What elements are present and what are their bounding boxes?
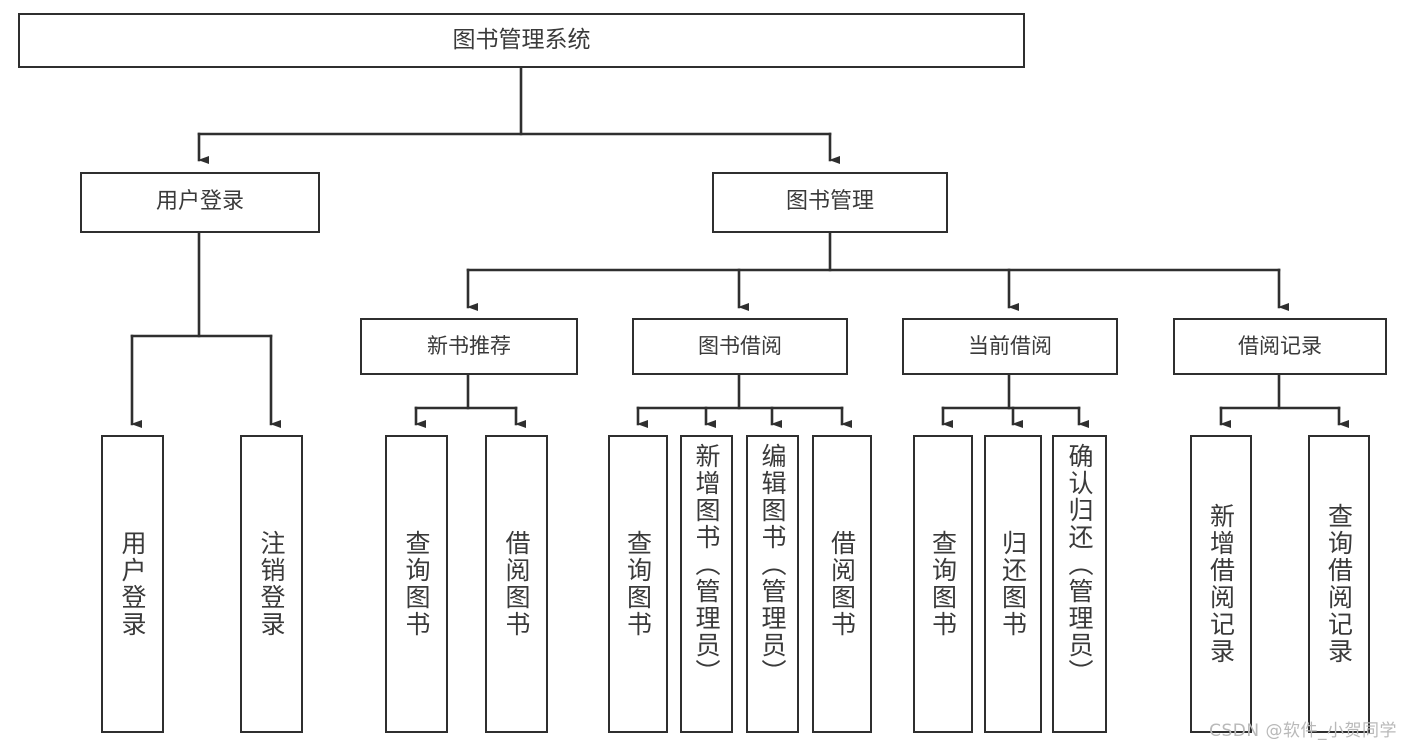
node-leaf-borrow-book-1-label: 借阅图书 (502, 530, 531, 638)
node-borrow-record-label: 借阅记录 (1238, 333, 1322, 358)
node-leaf-add-borrow-record[interactable]: 新增借阅记录 (1190, 435, 1252, 733)
csdn-watermark: CSDN @软件_小贺同学 (1209, 721, 1397, 741)
node-leaf-query-book-2[interactable]: 查询图书 (608, 435, 668, 733)
node-leaf-borrow-book-2-label: 借阅图书 (827, 530, 857, 638)
node-leaf-borrow-book-1[interactable]: 借阅图书 (485, 435, 548, 733)
node-new-book-recommend[interactable]: 新书推荐 (360, 318, 578, 375)
node-leaf-query-book-1-label: 查询图书 (402, 530, 431, 638)
node-leaf-query-borrow-record[interactable]: 查询借阅记录 (1308, 435, 1370, 733)
node-leaf-user-login[interactable]: 用户登录 (101, 435, 164, 733)
node-root[interactable]: 图书管理系统 (18, 13, 1025, 68)
node-leaf-query-book-2-label: 查询图书 (623, 530, 653, 638)
node-user-login-label: 用户登录 (155, 189, 244, 215)
node-leaf-return-book[interactable]: 归还图书 (984, 435, 1042, 733)
node-user-login[interactable]: 用户登录 (80, 172, 320, 233)
node-book-borrow-label: 图书借阅 (698, 333, 782, 358)
node-leaf-add-book-admin[interactable]: 新增图书（管理员） (680, 435, 733, 733)
tree-connectors (130, 66, 1349, 428)
node-leaf-logout-login-label: 注销登录 (257, 530, 286, 638)
node-leaf-query-book-3-label: 查询图书 (928, 530, 958, 638)
node-leaf-query-book-3[interactable]: 查询图书 (913, 435, 973, 733)
node-leaf-borrow-book-2[interactable]: 借阅图书 (812, 435, 872, 733)
node-leaf-query-borrow-record-label: 查询借阅记录 (1324, 503, 1354, 665)
node-book-manage[interactable]: 图书管理 (712, 172, 948, 233)
node-leaf-query-book-1[interactable]: 查询图书 (385, 435, 448, 733)
node-current-borrow[interactable]: 当前借阅 (902, 318, 1118, 375)
node-book-manage-label: 图书管理 (785, 189, 874, 215)
node-leaf-return-book-label: 归还图书 (998, 530, 1028, 638)
node-book-borrow[interactable]: 图书借阅 (632, 318, 848, 375)
node-current-borrow-label: 当前借阅 (968, 333, 1052, 358)
node-leaf-add-borrow-record-label: 新增借阅记录 (1206, 503, 1236, 665)
node-leaf-logout-login[interactable]: 注销登录 (240, 435, 303, 733)
node-leaf-user-login-label: 用户登录 (118, 530, 147, 638)
node-leaf-confirm-return-admin-label: 确认归还（管理员） (1065, 443, 1094, 686)
node-leaf-add-book-admin-label: 新增图书（管理员） (692, 443, 721, 686)
node-leaf-confirm-return-admin[interactable]: 确认归还（管理员） (1052, 435, 1107, 733)
node-root-label: 图书管理系统 (452, 26, 591, 53)
node-leaf-edit-book-admin[interactable]: 编辑图书（管理员） (746, 435, 799, 733)
node-leaf-edit-book-admin-label: 编辑图书（管理员） (758, 443, 787, 686)
node-borrow-record[interactable]: 借阅记录 (1173, 318, 1387, 375)
node-new-book-recommend-label: 新书推荐 (427, 333, 511, 358)
